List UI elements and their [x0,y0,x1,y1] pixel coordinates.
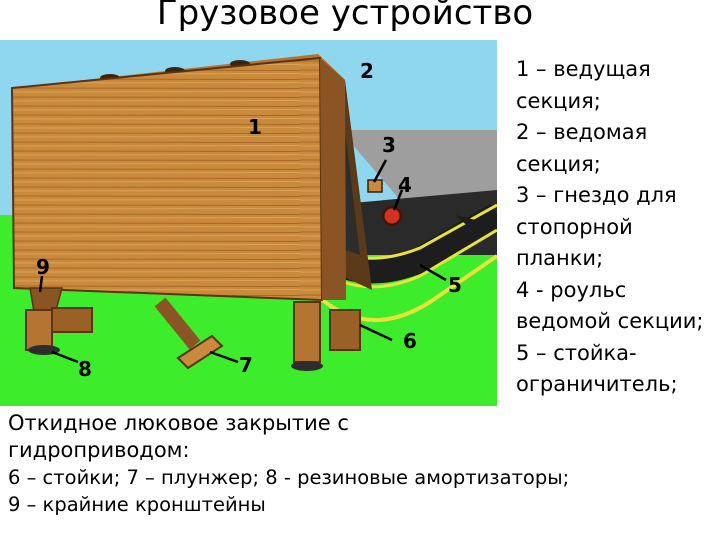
callout-4: 4 [398,173,412,197]
callout-6: 6 [403,329,417,353]
legend-line: 2 – ведомая [516,120,648,144]
figure-caption: Откидное люковое закрытие с гидроприводо… [8,410,713,518]
caption-line: 9 – крайние кронштейны [8,493,266,516]
caption-line: 6 – стойки; 7 – плунжер; 8 - резиновые а… [8,466,570,489]
parts-legend: 1 – ведущая секция; 2 – ведомая секция; … [516,54,716,401]
callout-7: 7 [239,353,253,377]
callout-leaders [38,159,447,364]
legend-line: 3 – гнездо для [516,183,677,207]
limit-stop-pointer [455,215,497,235]
hatch-cover-drawing: 1 2 3 4 5 6 7 8 9 [0,40,497,406]
coaming-edge [318,254,497,322]
legend-line: секция; [516,151,601,176]
hatch-cover-illustration: 1 2 3 4 5 6 7 8 9 [0,40,497,406]
callout-1: 1 [248,115,262,139]
slide-title: Грузовое устройство [156,0,534,33]
callout-3: 3 [382,133,396,157]
callout-2: 2 [360,59,374,83]
legend-line: 4 - роульс [516,277,627,302]
callout-5: 5 [448,273,462,297]
legend-line: планки; [516,246,604,270]
legend-line: секция; [516,88,601,113]
caption-line: гидроприводом: [8,438,190,462]
stand-right [291,301,361,371]
caption-line: Откидное люковое закрытие с [8,411,349,435]
legend-line: ограничитель; [516,372,678,396]
legend-line: 5 – стойка- [516,340,637,365]
legend-line: ведомой секции; [516,309,704,333]
callout-9: 9 [36,255,50,279]
legend-line: стопорной [516,214,633,239]
driving-section-side [320,58,346,300]
driving-section-front [10,56,324,302]
hydraulic-plunger [154,297,224,370]
legend-line: 1 – ведущая [516,57,651,81]
callout-8: 8 [78,357,92,381]
driven-section-roller [381,205,403,227]
